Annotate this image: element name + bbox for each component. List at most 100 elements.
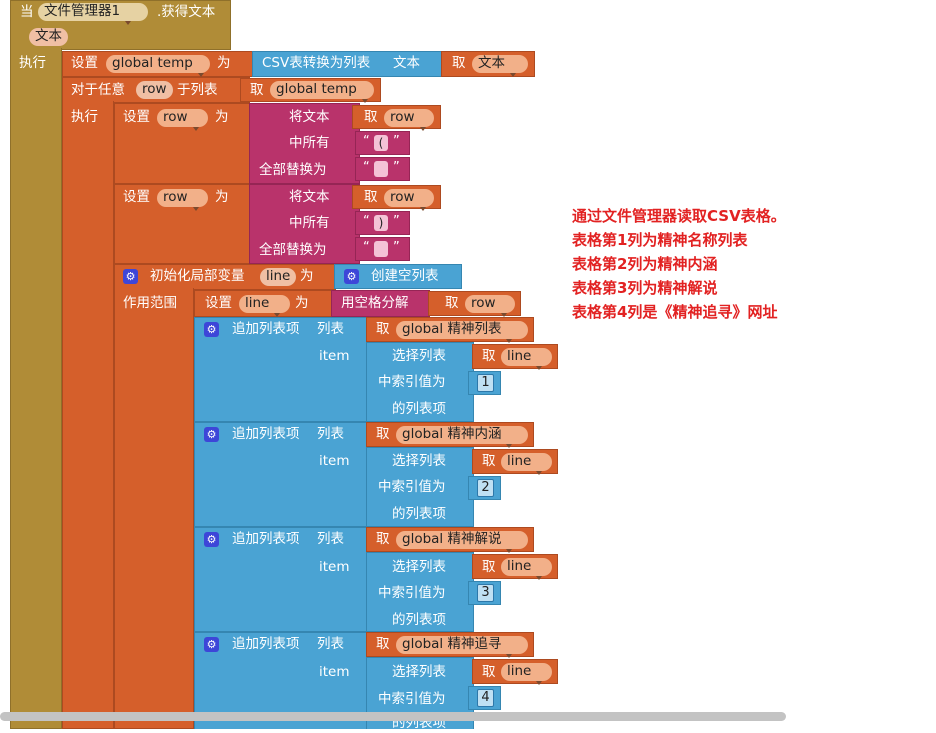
add-items-label: 追加列表项 [232,426,300,442]
gear-icon[interactable]: ⚙ [204,532,219,547]
to-label: 为 [300,268,314,284]
global-list-dropdown[interactable]: global 精神追寻 [396,636,528,658]
event-name-label: .获得文本 [157,4,216,20]
get-label: 取 [452,55,466,71]
get-row-dropdown[interactable]: row [384,109,434,131]
global-list-dropdown[interactable]: global 精神解说 [396,531,528,553]
global-list-dropdown[interactable]: global 精神列表 [396,321,528,343]
get-label: 取 [364,109,378,125]
gear-icon[interactable]: ⚙ [123,269,138,284]
string-field-empty[interactable] [374,241,388,257]
replace-all-text-block[interactable] [249,184,360,264]
annotation-line-5: 表格第4列是《精神追寻》网址 [572,303,778,321]
csv-to-list-label: CSV表转换为列表 [262,55,371,71]
get-line-dropdown[interactable]: line [501,348,552,370]
annotation-line-1: 通过文件管理器读取CSV表格。 [572,207,786,225]
replacement-label: 全部替换为 [259,242,327,258]
get-label: 取 [482,348,496,364]
create-empty-list-label: 创建空列表 [371,268,439,284]
index-number-field[interactable]: 1 [477,374,494,392]
get-line-dropdown[interactable]: line [501,663,552,685]
csv-to-list-block[interactable] [252,51,443,77]
index-label: 中索引值为 [378,479,446,495]
index-number-field[interactable]: 4 [477,689,494,707]
index-label: 中索引值为 [378,374,446,390]
list-keyword: 列表 [317,531,344,547]
list-item-suffix-label: 的列表项 [392,506,446,522]
segment-label: 中所有 [289,135,330,151]
global-temp-dropdown[interactable]: global temp [106,55,210,77]
index-number-field[interactable]: 2 [477,479,494,497]
global-list-dropdown[interactable]: global 精神内涵 [396,426,528,448]
index-label: 中索引值为 [378,691,446,707]
item-label: item [319,348,350,364]
quote-open: “ [363,240,370,255]
index-number-field[interactable]: 3 [477,584,494,602]
in-list-label: 于列表 [177,82,218,98]
select-list-label: 选择列表 [392,453,446,469]
to-label: 为 [215,109,229,125]
quote-close: ” [393,160,400,175]
init-local-var-spine [114,288,194,729]
get-text-dropdown[interactable]: 文本 [472,55,528,77]
get-row-dropdown[interactable]: row [465,295,515,317]
gear-icon[interactable]: ⚙ [204,637,219,652]
to-label: 为 [295,295,309,311]
set-label: 设置 [71,55,98,71]
horizontal-scrollbar[interactable] [0,712,786,721]
get-label: 取 [364,189,378,205]
annotation-line-3: 表格第2列为精神内涵 [572,255,718,273]
annotation-line-4: 表格第3列为精神解说 [572,279,718,297]
get-label: 取 [376,321,390,337]
list-item-suffix-label: 的列表项 [392,401,446,417]
get-label: 取 [482,664,496,680]
component-dropdown[interactable]: 文件管理器1 [38,3,148,25]
item-label: item [319,453,350,469]
string-field-open-paren[interactable]: ( [374,135,388,151]
string-field-close-paren[interactable]: ) [374,215,388,231]
get-label: 取 [482,453,496,469]
segment-label: 中所有 [289,215,330,231]
string-field-empty[interactable] [374,161,388,177]
row-var-dropdown[interactable]: row [157,189,208,211]
text-label: 将文本 [289,189,330,205]
get-line-dropdown[interactable]: line [501,558,552,580]
gear-icon[interactable]: ⚙ [204,427,219,442]
quote-open: “ [363,160,370,175]
to-label: 为 [217,55,231,71]
gear-icon[interactable]: ⚙ [204,322,219,337]
to-label: 为 [215,189,229,205]
list-keyword: 列表 [317,636,344,652]
select-list-label: 选择列表 [392,559,446,575]
set-label: 设置 [123,109,150,125]
foreach-row-spine [62,101,114,729]
replace-all-text-block[interactable] [249,103,360,184]
foreach-do-label: 执行 [71,109,98,125]
item-label: item [319,559,350,575]
foreach-var-row[interactable]: row [136,81,173,99]
global-temp-list-dropdown[interactable]: global temp [270,81,374,103]
get-label: 取 [250,82,264,98]
local-var-name[interactable]: line [260,268,297,286]
row-var-dropdown[interactable]: row [157,109,208,131]
event-param-text[interactable]: 文本 [29,28,68,46]
add-items-list-block-3[interactable] [194,527,368,632]
line-var-dropdown[interactable]: line [239,295,290,317]
get-line-dropdown[interactable]: line [501,453,552,475]
quote-close: ” [393,134,400,149]
get-row-dropdown[interactable]: row [384,189,434,211]
gear-icon[interactable]: ⚙ [344,269,359,284]
quote-close: ” [393,214,400,229]
add-items-list-block-2[interactable] [194,422,368,527]
get-label: 取 [445,295,459,311]
add-items-list-block-1[interactable] [194,317,368,422]
split-at-spaces-label: 用空格分解 [341,295,409,311]
list-item-suffix-label: 的列表项 [392,612,446,628]
list-keyword: 列表 [317,321,344,337]
select-list-item-block[interactable] [366,342,474,422]
select-list-item-block[interactable] [366,552,474,632]
init-local-var-block[interactable] [114,264,336,290]
add-items-label: 追加列表项 [232,531,300,547]
foreach-label: 对于任意 [71,82,125,98]
set-label: 设置 [123,189,150,205]
